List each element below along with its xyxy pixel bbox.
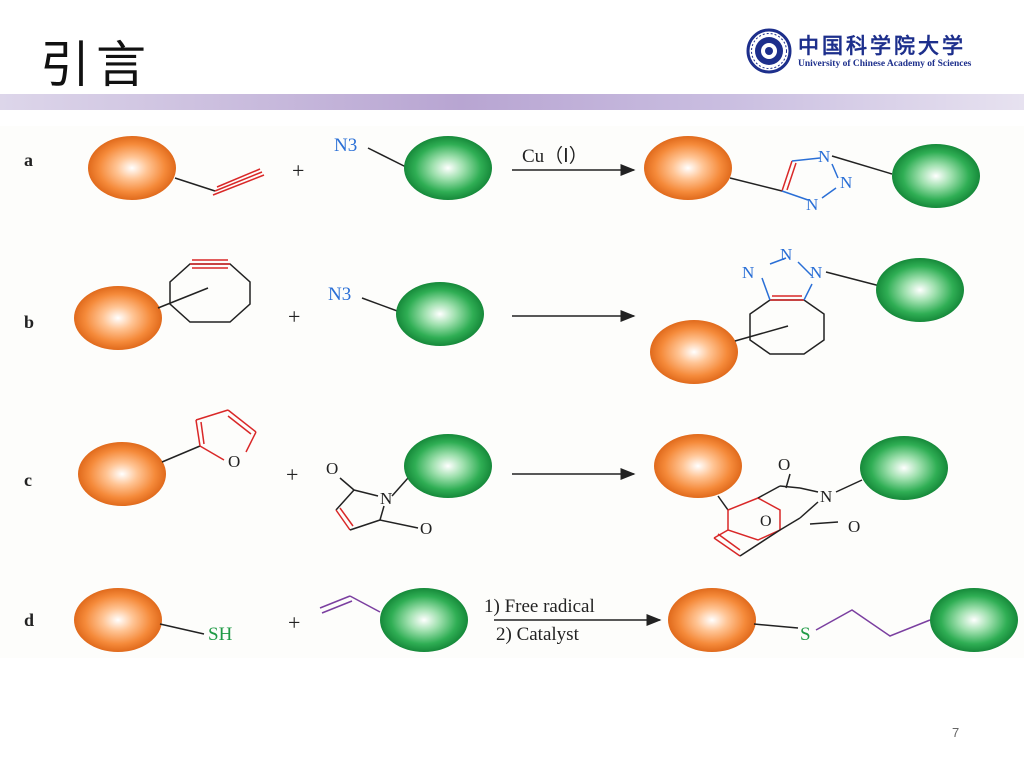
alkyne-triple-bond <box>212 168 265 196</box>
cyclooctyne-triple-bond <box>190 259 230 269</box>
linker-bond <box>753 623 799 629</box>
orange-bead <box>78 442 166 506</box>
slide-title: 引言 <box>40 36 152 94</box>
adduct-oxygen-top: O <box>778 455 790 474</box>
row-c-label: c <box>24 470 32 490</box>
linker-bond <box>174 177 216 192</box>
diels-alder-adduct <box>713 473 863 557</box>
plus-sign: + <box>292 158 304 183</box>
alkene-group <box>319 595 381 614</box>
triazole-n2: N <box>780 245 792 264</box>
plus-sign: + <box>288 304 300 329</box>
linker-bond <box>729 177 783 192</box>
furan-ring <box>195 409 257 461</box>
linker-bond <box>361 297 401 313</box>
triazole-n1: N <box>742 263 754 282</box>
green-bead <box>860 436 948 500</box>
triazole-ring <box>781 157 839 201</box>
conditions-line-2: 2) Catalyst <box>496 624 580 645</box>
thioether-s: S <box>800 624 811 645</box>
row-d-label: d <box>24 610 34 630</box>
cyclooctyne-ring <box>169 263 251 323</box>
cyclooctane-ring <box>749 299 825 355</box>
green-bead <box>892 144 980 208</box>
triazole-n3: N <box>810 263 822 282</box>
triazole-n2: N <box>840 173 852 192</box>
linker-bond <box>734 325 789 342</box>
adduct-bridge-oxygen: O <box>760 513 772 530</box>
click-chemistry-figure: a + N3 Cu（Ⅰ） N N N b + N3 <box>0 126 1024 658</box>
linker-bond <box>717 495 729 511</box>
linker-bond <box>159 623 205 635</box>
maleimide-ring <box>335 477 419 531</box>
maleimide-nitrogen: N <box>380 489 392 508</box>
orange-bead <box>74 286 162 350</box>
linker-bond <box>831 155 893 175</box>
reactions-diagram: a + N3 Cu（Ⅰ） N N N b + N3 <box>24 135 1018 652</box>
adduct-oxygen-bottom: O <box>848 517 860 536</box>
orange-bead <box>654 434 742 498</box>
logo-name-english: University of Chinese Academy of Science… <box>798 59 972 69</box>
orange-bead <box>74 588 162 652</box>
plus-sign: + <box>288 610 300 635</box>
plus-sign: + <box>286 462 298 487</box>
linker-bond <box>157 287 209 309</box>
conditions-line-1: 1) Free radical <box>484 596 595 617</box>
page-number: 7 <box>952 725 960 740</box>
row-b-label: b <box>24 312 34 332</box>
maleimide-oxygen-top: O <box>326 459 338 478</box>
linker-bond <box>367 147 409 169</box>
triazole-n1: N <box>818 147 830 166</box>
triazole-n3: N <box>806 195 818 214</box>
furan-oxygen: O <box>228 452 240 471</box>
green-bead <box>404 136 492 200</box>
adduct-nitrogen: N <box>820 487 832 506</box>
logo-name-chinese: 中国科学院大学 <box>798 34 966 58</box>
catalyst-label: Cu（Ⅰ） <box>522 145 588 167</box>
university-logo: 中国科学院大学 University of Chinese Academy of… <box>746 28 1006 76</box>
row-a-label: a <box>24 150 33 170</box>
thiol-label: SH <box>208 624 233 645</box>
fused-triazole-ring <box>761 257 813 301</box>
orange-bead <box>644 136 732 200</box>
azide-label: N3 <box>334 135 357 156</box>
orange-bead <box>88 136 176 200</box>
linker-bond <box>825 271 881 287</box>
university-seal-icon <box>746 28 792 74</box>
orange-bead <box>668 588 756 652</box>
header-band <box>0 94 1024 110</box>
green-bead <box>876 258 964 322</box>
linker-bond <box>161 445 201 463</box>
green-bead <box>404 434 492 498</box>
green-bead <box>396 282 484 346</box>
orange-bead <box>650 320 738 384</box>
maleimide-oxygen-bottom: O <box>420 519 432 538</box>
azide-label: N3 <box>328 284 351 305</box>
green-bead <box>930 588 1018 652</box>
thioether-chain <box>815 609 931 637</box>
green-bead <box>380 588 468 652</box>
